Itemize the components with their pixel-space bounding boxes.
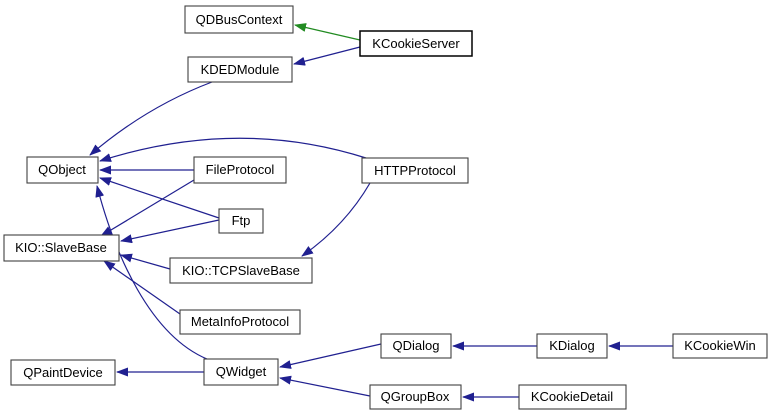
node-qdbuscontext[interactable]: QDBusContext	[184, 5, 294, 34]
node-qdialog[interactable]: QDialog	[380, 333, 452, 359]
node-box	[369, 384, 462, 410]
node-box	[218, 208, 264, 234]
edge-kiotcpslavebase-kioslavebase	[120, 253, 171, 270]
node-kcookiedetail[interactable]: KCookieDetail	[518, 384, 627, 410]
node-label: QPaintDevice	[23, 365, 102, 380]
node-label: MetaInfoProtocol	[191, 314, 289, 329]
node-box	[518, 384, 627, 410]
edge-httpprotocol-qobject	[99, 137, 367, 162]
node-box	[380, 333, 452, 359]
node-kiotcpslavebase[interactable]: KIO::TCPSlaveBase	[169, 257, 313, 284]
node-box	[3, 234, 120, 262]
node-label: KDialog	[549, 338, 595, 353]
node-label: Ftp	[232, 213, 251, 228]
node-label: HTTPProtocol	[374, 163, 456, 178]
node-box	[187, 56, 293, 83]
node-label: QObject	[38, 162, 86, 177]
edge-qgroupbox-qwidget	[279, 375, 371, 397]
node-label: KCookieServer	[372, 36, 460, 51]
node-box	[359, 30, 473, 57]
node-box	[203, 358, 279, 386]
node-label: QWidget	[216, 364, 267, 379]
edge-qwidget-qobject	[95, 185, 208, 360]
node-box	[26, 156, 99, 184]
node-kcookiewin[interactable]: KCookieWin	[672, 333, 768, 359]
node-box	[672, 333, 768, 359]
node-kdedmodule[interactable]: KDEDModule	[187, 56, 293, 83]
edge-httpprotocol-kiotcpslavebase	[301, 182, 371, 257]
node-kdialog[interactable]: KDialog	[536, 333, 608, 359]
edge-ftp-qobject	[99, 177, 220, 219]
node-label: KCookieDetail	[531, 389, 613, 404]
node-label: QDBusContext	[196, 12, 283, 27]
node-httpprotocol[interactable]: HTTPProtocol	[361, 157, 469, 184]
edge-qdialog-qwidget	[279, 343, 382, 369]
node-box	[193, 156, 287, 184]
edge-metainfoprotocol-kioslavebase	[103, 260, 181, 315]
node-box	[536, 333, 608, 359]
node-label: KDEDModule	[201, 62, 280, 77]
node-qgroupbox[interactable]: QGroupBox	[369, 384, 462, 410]
node-label: QDialog	[393, 338, 440, 353]
edge-kdedmodule-qobject	[89, 81, 213, 156]
node-label: QGroupBox	[381, 389, 450, 404]
node-box	[179, 309, 301, 335]
node-kcookieserver[interactable]: KCookieServer	[359, 30, 473, 57]
edge-kcookieserver-qdbuscontext	[294, 23, 361, 41]
node-qobject[interactable]: QObject	[26, 156, 99, 184]
node-qpaintdevice[interactable]: QPaintDevice	[10, 359, 116, 386]
node-fileprotocol[interactable]: FileProtocol	[193, 156, 287, 184]
node-qwidget[interactable]: QWidget	[203, 358, 279, 386]
edge-ftp-kioslavebase	[120, 219, 220, 244]
node-label: KCookieWin	[684, 338, 756, 353]
node-box	[169, 257, 313, 284]
node-box	[10, 359, 116, 386]
edge-fileprotocol-kioslavebase	[100, 179, 195, 237]
node-label: FileProtocol	[206, 162, 275, 177]
node-kioslavebase[interactable]: KIO::SlaveBase	[3, 234, 120, 262]
edge-kcookieserver-kdedmodule	[293, 46, 361, 66]
node-ftp[interactable]: Ftp	[218, 208, 264, 234]
node-label: KIO::TCPSlaveBase	[182, 263, 300, 278]
node-box	[361, 157, 469, 184]
node-box	[184, 5, 294, 34]
node-metainfoprotocol[interactable]: MetaInfoProtocol	[179, 309, 301, 335]
node-label: KIO::SlaveBase	[15, 240, 107, 255]
